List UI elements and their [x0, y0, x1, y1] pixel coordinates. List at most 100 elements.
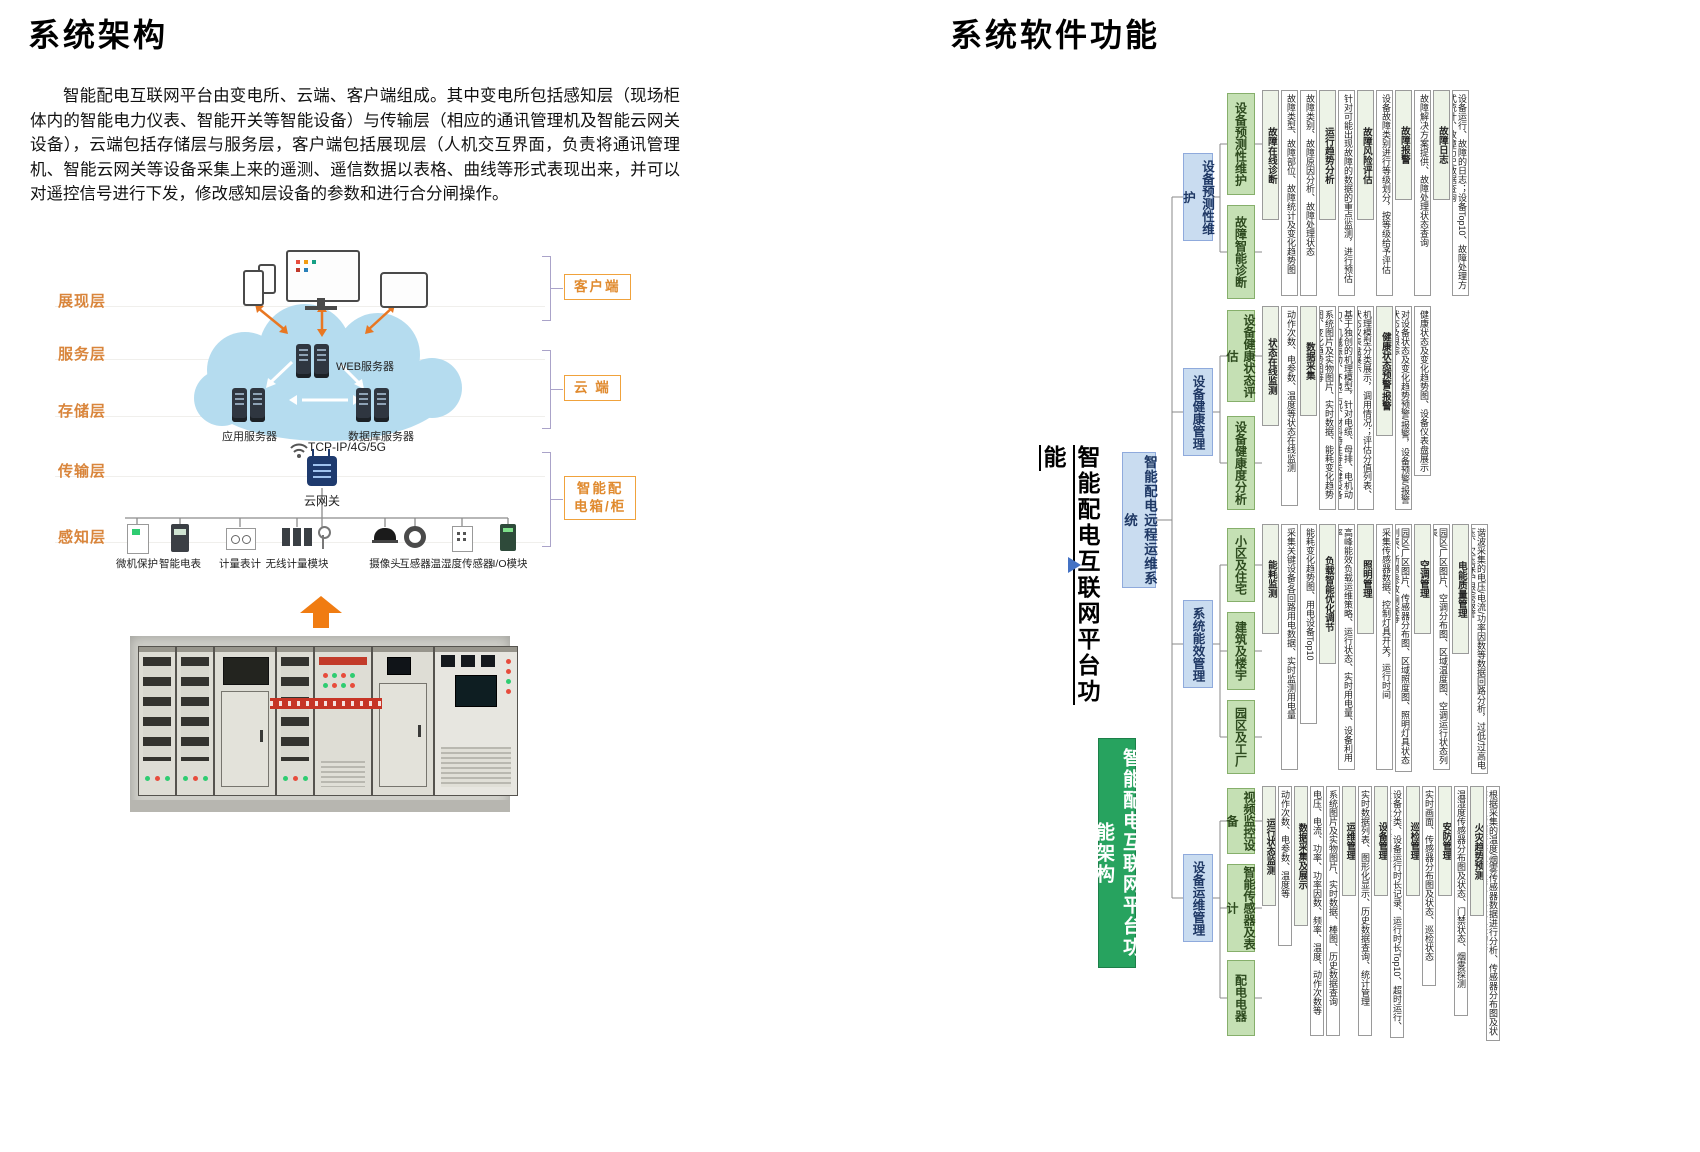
- tree-leaf: 园区/厂区图片、空调分布图、区域温度图、空调运行状态列表: [1433, 524, 1450, 770]
- tree-leaf: 设备分类、设备运行时长记录、运行时长Top10、超时运行、设备运行状态列表: [1390, 786, 1404, 1038]
- tree-leaf: 照明管理: [1357, 524, 1374, 634]
- layer-label-presentation: 展现层: [58, 293, 107, 310]
- device-label: 智能电表: [159, 558, 201, 570]
- tree-child-box: 设备预测性维护: [1227, 93, 1255, 195]
- tree-architecture-caption-box: 智能配电互联网平台功能架构: [1093, 738, 1141, 968]
- tree-child-box: 小区及住宅: [1227, 528, 1255, 602]
- db-server-icon: [374, 388, 389, 422]
- layer-label-transport: 传输层: [58, 463, 107, 480]
- tree-leaf: 故障日志: [1433, 90, 1450, 200]
- gateway-label: 云网关: [303, 494, 341, 508]
- tree-child-box: 建筑及楼宇: [1227, 612, 1255, 690]
- tree-leaf: 负载智能优化调节: [1319, 524, 1336, 664]
- tree-leaf: 状态在线监测: [1262, 306, 1279, 426]
- tree-leaf: 采集关键设备/各回路用电数据、实时监测用电量: [1281, 524, 1298, 770]
- tree-leaf: 基于独创的机理模型，针对电缆、母排、电机动力、机械振动、环境工况、材料特性等关键…: [1338, 306, 1355, 510]
- tree-child-box: 故障智能诊断: [1227, 205, 1255, 299]
- key-stem: [322, 535, 324, 549]
- tree-leaf: 数据采集: [1300, 306, 1317, 416]
- tree-leaf: 系统图片及实物图片、实时数据、棒图、历史数据查询: [1326, 786, 1340, 1036]
- cloud-gateway-icon: [307, 449, 337, 486]
- tree-leaf: 针对可能出现故障的数据的重点监测，进行预估: [1338, 90, 1355, 296]
- tree-leaf: 能耗监测: [1262, 524, 1279, 634]
- tree-leaf: 运行趋势分析: [1319, 90, 1336, 220]
- tree-parent-box: 系统能效管理: [1183, 600, 1213, 688]
- io-led: [503, 528, 513, 532]
- tree-leaf: 温湿度传感器分布图及状态、门禁状态、烟雾探测: [1454, 786, 1468, 1016]
- tree-leaf: 火灾趋势预测: [1470, 786, 1484, 916]
- tree-leaf: 对设备状态及变化趋势预警/报警，设备预警/报警状态及跟踪: [1395, 306, 1412, 510]
- tree-leaf: 能耗变化趋势图、用电设备Top10: [1300, 524, 1317, 724]
- tree-leaf: 谐波采集的电压/电流/功率因数等数据回路分析，过低/过高电压、欠压保护跟踪报警: [1471, 524, 1488, 774]
- tree-leaf: 运行状态监测: [1262, 786, 1276, 906]
- device-label: I/O模块: [492, 558, 528, 570]
- tree-child-box: 设备健康状态评估: [1225, 310, 1256, 402]
- tree-leaf: 采集传感器数据、控制灯具开关，运行时间: [1376, 524, 1393, 770]
- app-server-icon: [250, 388, 265, 422]
- tree-parent-box: 设备健康管理: [1183, 368, 1213, 456]
- tree-leaf: 设备运行、故障的日志；设备Top10、故障处理方式统计、故障历史数据查询: [1452, 90, 1469, 296]
- monitor-icon: [286, 250, 360, 302]
- db-server-label: 数据库服务器: [348, 431, 414, 443]
- tree-leaf: 故障风险评估: [1357, 90, 1374, 220]
- intro-paragraph: 智能配电互联网平台由变电所、云端、客户端组成。其中变电所包括感知层（现场柜体内的…: [30, 86, 680, 203]
- cabinet-row: [138, 646, 518, 796]
- bracket-label-line2: 电箱/柜: [574, 499, 627, 514]
- tree-root-system-box: 智能配电远程运维系统: [1122, 452, 1157, 588]
- device-label: 无线计量模块: [265, 558, 329, 570]
- metering-panel-icon: [226, 528, 256, 550]
- tree-child-box: 智能传感器及表计: [1225, 864, 1256, 952]
- tree-leaf: 安防管理: [1438, 786, 1452, 896]
- tree-leaf: 高峰能效负载运维策略、运行状态、实时用电量、设备利用率: [1338, 524, 1355, 770]
- web-server-label: WEB服务器: [336, 361, 395, 373]
- web-server-icon: [296, 344, 311, 378]
- tree-child-box: 园区及工厂: [1227, 700, 1255, 774]
- monitor-screen-dots: [296, 260, 300, 264]
- tree-leaf: 实时画面、传感器分布图及状态、巡检状态: [1422, 786, 1436, 986]
- left-section-title: 系统架构: [28, 17, 169, 53]
- dial: [231, 535, 240, 544]
- dial: [242, 535, 251, 544]
- meter-lcd: [174, 529, 186, 535]
- tree-child-box: 视频监控设备: [1225, 788, 1256, 854]
- tree-leaf: 故障类别、故障原因分析、故障处理状态: [1300, 90, 1317, 296]
- arrow-right-icon: [1068, 557, 1081, 573]
- tree-leaf: 根据采集的温度/烟雾传感器数据进行分析、传感器分布图及状态、火灾预警等级、报警信…: [1486, 786, 1500, 1041]
- tree-parent-box: 设备运维管理: [1183, 854, 1213, 942]
- tree-leaf: 动作次数、电参数、温度等状态在线监测: [1281, 306, 1298, 506]
- current-transformer-icon: [404, 526, 426, 548]
- tree-leaf: 电压、电流、功率、功率因数、频率、温度、动作次数等: [1310, 786, 1324, 1036]
- app-server-icon: [232, 388, 247, 422]
- db-server-icon: [356, 388, 371, 422]
- up-arrow-icon: [313, 612, 329, 628]
- tree-leaf: 故障在线诊断: [1262, 90, 1279, 220]
- monitor-base: [305, 306, 337, 310]
- bracket-label-smartbox: 智能配 电箱/柜: [564, 476, 637, 520]
- tree-leaf: 园区/厂区图片、传感器分布图、区域照度图、照明灯具状态列表、新增/修改/删除等: [1395, 524, 1412, 772]
- layer-label-sensing: 感知层: [58, 529, 107, 546]
- relay-led: [132, 529, 140, 535]
- tree-child-box: 设备健康度分析: [1227, 416, 1255, 510]
- bracket-line: [542, 320, 551, 321]
- cabinet: [176, 646, 214, 796]
- smart-meter-icon: [171, 524, 189, 552]
- tree-leaf: 系统图片及实物图片、实时数据、能耗变化趋势图、变化趋势图等: [1319, 306, 1336, 510]
- bracket-label-client: 客户端: [564, 274, 631, 300]
- smartphone-icon: [243, 270, 264, 306]
- cabinet: [372, 646, 434, 796]
- cabinet: [138, 646, 176, 796]
- tree-leaf: 故障类型、故障部位、故障统计及变化趋势图: [1281, 90, 1298, 296]
- tablet-icon: [380, 272, 428, 308]
- switchgear-cabinets-photo: [130, 636, 518, 812]
- tree-leaf: 故障报警: [1395, 90, 1412, 200]
- tree-child-box: 配电电器: [1227, 960, 1255, 1036]
- app-server-label: 应用服务器: [222, 431, 277, 443]
- cabinet: [434, 646, 518, 796]
- up-arrow-icon: [300, 596, 342, 613]
- sensor-grid: [457, 532, 460, 535]
- bracket-label-cloud: 云 端: [564, 375, 621, 401]
- tree-leaf: 实时数据列表、图形化显示、历史数据查询、统计管理: [1358, 786, 1372, 1036]
- warning-banner: [270, 698, 382, 709]
- device-label: 计量表计: [219, 558, 261, 570]
